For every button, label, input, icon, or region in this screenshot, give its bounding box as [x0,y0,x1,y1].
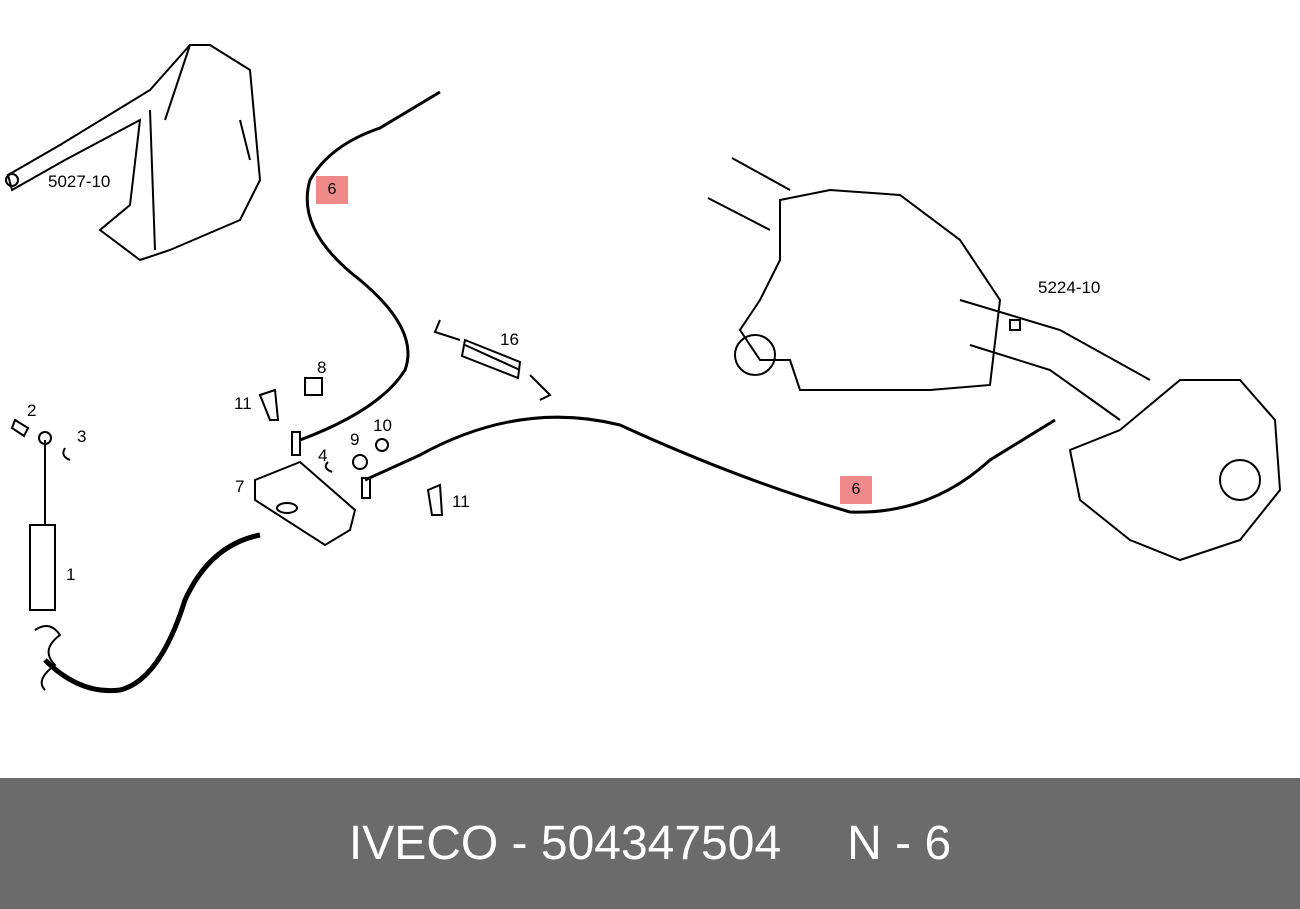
callout-10: 10 [373,416,392,435]
small-parts-drawing [10,377,444,516]
bracket-drawing [254,460,357,547]
callout-4: 4 [318,446,328,465]
callout-8: 8 [317,358,327,377]
position-label: N - 6 [847,817,952,870]
actuator-drawing [29,431,62,691]
assembly-label-rear-axle: 5224-10 [1038,278,1101,297]
cable-lower [43,532,261,694]
handbrake-lever-drawing [5,44,262,262]
parts-diagram: 5027-10 5224-10 1 2 3 4 6 6 7 8 9 10 11 … [5,44,1282,694]
callout-11-left: 11 [234,394,252,413]
separator: - [498,817,541,870]
callout-6-text: 6 [327,181,337,198]
part-info-footer: IVECO - 504347504 N - 6 [0,778,1300,909]
callout-2: 2 [27,401,37,420]
callout-3: 3 [77,427,87,446]
cable-right [364,415,1056,514]
brand-name: IVECO [348,817,499,870]
callout-6-text: 6 [851,481,861,498]
assembly-label-handbrake-lever: 5027-10 [48,172,111,191]
diagram-drawing [5,44,1282,694]
callout-16: 16 [500,330,519,349]
callout-6-highlighted-lower[interactable]: 6 [840,476,872,504]
callout-7: 7 [235,477,245,496]
callout-6-highlighted-upper[interactable]: 6 [316,176,348,204]
part-number: 504347504 [540,817,782,870]
spring-drawing [433,319,552,401]
cable-upper [299,90,441,442]
callout-1: 1 [66,565,76,584]
callout-9: 9 [350,430,360,449]
rear-axle-drawing [707,157,1282,562]
callout-11-right: 11 [452,492,470,511]
